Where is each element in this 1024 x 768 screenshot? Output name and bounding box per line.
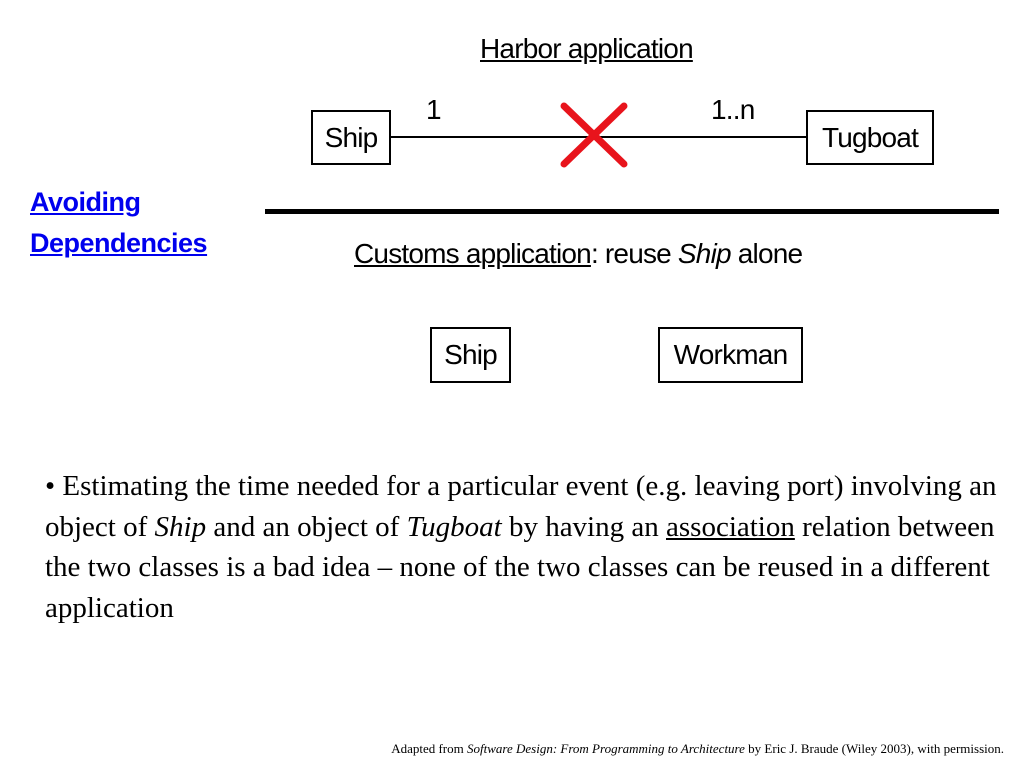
customs-ship-class-box: Ship bbox=[430, 327, 511, 383]
customs-ship-label: Ship bbox=[444, 339, 498, 370]
red-x-icon bbox=[560, 102, 628, 168]
harbor-application-title: Harbor application bbox=[480, 33, 694, 64]
customs-application-heading: Customs application: reuse Ship alone bbox=[354, 238, 803, 270]
harbor-tugboat-class-box: Tugboat bbox=[806, 110, 934, 165]
body-text-part3: by having an bbox=[501, 510, 666, 543]
body-ship-word: Ship bbox=[154, 510, 207, 543]
multiplicity-left: 1 bbox=[426, 94, 442, 125]
slide-title-line2: Dependencies bbox=[30, 228, 208, 258]
harbor-ship-label: Ship bbox=[324, 121, 379, 153]
bullet-marker: • bbox=[45, 470, 63, 502]
body-text-part4: relation between the two classes is a ba… bbox=[45, 510, 995, 624]
body-tugboat-word: Tugboat bbox=[406, 510, 502, 543]
credit-book-title: Software Design: From Programming to Arc… bbox=[467, 741, 745, 756]
body-text-part1: Estimating the time needed for a particu… bbox=[45, 470, 997, 543]
harbor-ship-class-box: Ship bbox=[311, 110, 391, 165]
customs-application-title: Customs application bbox=[354, 238, 592, 269]
customs-workman-class-box: Workman bbox=[658, 327, 803, 383]
customs-separator: : reuse bbox=[590, 238, 678, 269]
slide-title-line1: Avoiding bbox=[30, 187, 141, 217]
credit-suffix: by Eric J. Braude (Wiley 2003), with per… bbox=[744, 741, 1004, 756]
customs-tail: alone bbox=[730, 238, 803, 269]
divider-line bbox=[265, 209, 999, 214]
customs-workman-label: Workman bbox=[673, 339, 788, 370]
harbor-tugboat-label: Tugboat bbox=[821, 121, 919, 153]
body-association-word: association bbox=[666, 510, 795, 543]
bullet-paragraph: • Estimating the time needed for a parti… bbox=[45, 466, 1005, 628]
multiplicity-right: 1..n bbox=[711, 94, 755, 125]
credit-line: Adapted from Software Design: From Progr… bbox=[391, 741, 1004, 757]
body-text-part2: and an object of bbox=[206, 510, 407, 543]
customs-ship-word: Ship bbox=[677, 238, 732, 269]
credit-prefix: Adapted from bbox=[391, 741, 467, 756]
slide-title: Avoiding Dependencies bbox=[30, 182, 208, 264]
cross-stroke-2 bbox=[560, 102, 628, 168]
